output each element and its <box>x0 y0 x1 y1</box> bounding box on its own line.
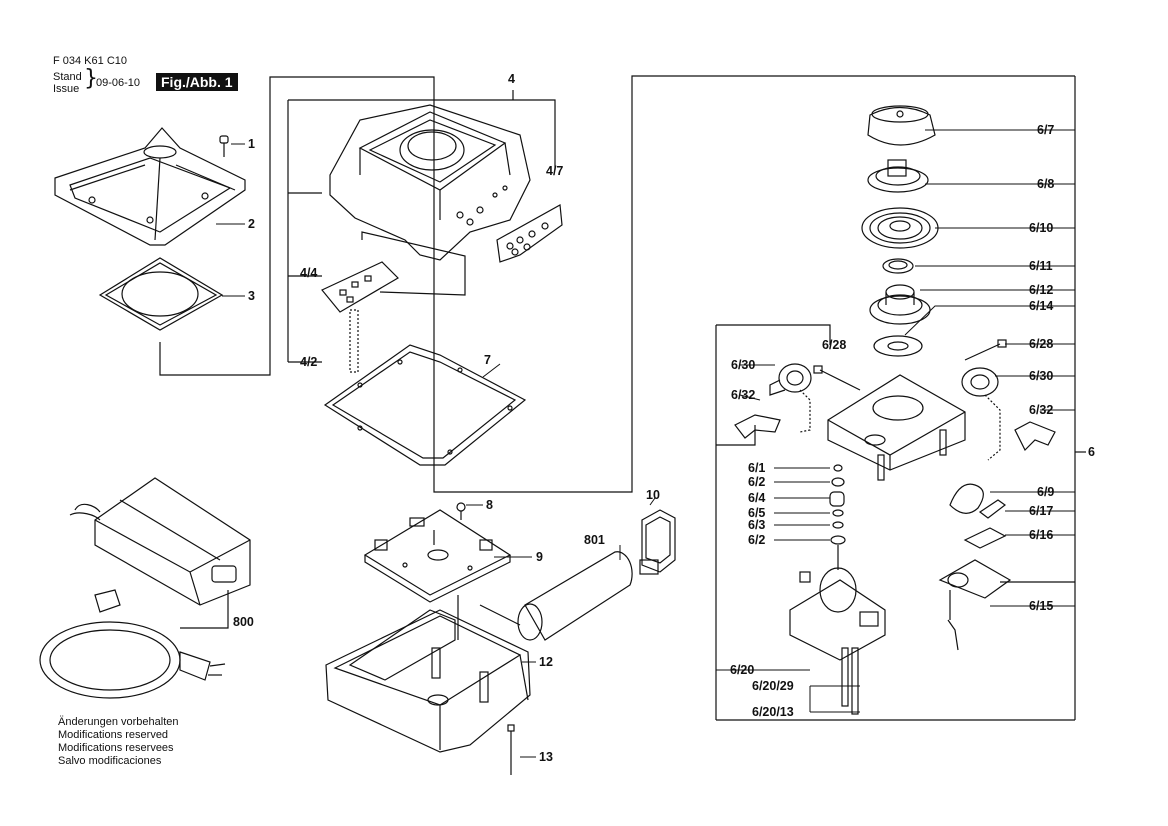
label-part-6-28-left: 6/28 <box>822 338 847 352</box>
label-part-6: 6 <box>1088 445 1095 459</box>
label-part-6-7: 6/7 <box>1037 123 1055 137</box>
label-part-10: 10 <box>646 488 660 502</box>
part-10-battery-cover <box>639 509 676 575</box>
label-part-1: 1 <box>248 137 255 151</box>
notice-de: Änderungen vorbehalten <box>58 716 179 728</box>
part-6-32-clip-left <box>734 414 781 439</box>
part-6-15-motor-bracket <box>938 559 1012 651</box>
part-6-28-screw-right <box>964 339 1007 361</box>
part-6-17-bracket <box>978 499 1007 519</box>
label-part-6-2-bottom: 6/2 <box>748 533 766 547</box>
figure-title: Fig./Abb. 1 <box>156 73 238 91</box>
part-6-16-plate <box>963 527 1007 549</box>
label-part-9: 9 <box>536 550 543 564</box>
leader-lines <box>216 129 1075 758</box>
stand-label: Stand <box>53 71 82 83</box>
part-800-charger <box>39 477 251 699</box>
part-6-8-prism-holder <box>867 159 929 193</box>
part-9-base-plate <box>363 509 512 603</box>
part-6-28-screw-left <box>813 365 861 391</box>
label-part-6-20-29: 6/20/29 <box>752 679 794 693</box>
part-1-screw <box>219 135 229 157</box>
part-6-20-sensor-assembly <box>789 545 886 661</box>
bracket-lines <box>159 75 1086 721</box>
part-12-bottom-housing <box>325 609 531 753</box>
label-part-6-20-13: 6/20/13 <box>752 705 794 719</box>
part-6-12-gear <box>869 284 931 325</box>
label-part-6-5: 6/5 <box>748 506 766 520</box>
notice-fr: Modifications reservees <box>58 742 174 754</box>
notice-es: Salvo modificaciones <box>58 755 162 767</box>
part-8-screw <box>456 502 466 520</box>
doc-number: F 034 K61 C10 <box>53 55 127 67</box>
part-6-bearing-stack <box>829 464 846 545</box>
label-part-12: 12 <box>539 655 553 669</box>
part-13-screw <box>507 724 515 775</box>
label-part-6-10: 6/10 <box>1029 221 1054 235</box>
label-part-6-8: 6/8 <box>1037 177 1055 191</box>
part-6-32-clip-right <box>1014 421 1056 452</box>
label-part-4: 4 <box>508 72 515 86</box>
issue-date: 09-06-10 <box>96 77 141 89</box>
label-part-6-16: 6/16 <box>1029 528 1054 542</box>
label-part-4-2: 4/2 <box>300 355 318 369</box>
part-6-20-13-strip <box>851 647 859 715</box>
notice-en: Modifications reserved <box>58 729 169 741</box>
label-part-801: 801 <box>584 533 605 547</box>
part-6-20-29-strip <box>841 647 849 707</box>
part-7-seal <box>323 344 527 466</box>
label-part-6-32-right: 6/32 <box>1029 403 1054 417</box>
brace-symbol: } <box>84 66 98 91</box>
part-6-14-washer <box>873 335 923 357</box>
part-2-top-frame <box>54 127 246 246</box>
label-part-6-3: 6/3 <box>748 518 766 532</box>
part-6-30-motor-left <box>769 363 812 433</box>
issue-label: Issue <box>53 83 80 95</box>
label-part-13: 13 <box>539 750 553 764</box>
label-part-6-28-right: 6/28 <box>1029 337 1054 351</box>
label-part-6-30-right: 6/30 <box>1029 369 1054 383</box>
part-3-gasket <box>98 257 224 331</box>
label-part-6-14: 6/14 <box>1029 299 1054 313</box>
part-4-7-keypad-label <box>496 204 563 263</box>
label-part-6-15: 6/15 <box>1029 599 1054 613</box>
label-part-6-20: 6/20 <box>730 663 755 677</box>
label-part-6-9: 6/9 <box>1037 485 1055 499</box>
label-part-4-4: 4/4 <box>300 266 318 280</box>
part-6-chassis <box>827 374 966 481</box>
part-4-4-circuit-board <box>321 261 399 373</box>
label-part-6-4: 6/4 <box>748 491 766 505</box>
part-6-10-spring-disc <box>861 207 939 249</box>
label-part-800: 800 <box>233 615 254 629</box>
label-part-6-32-left: 6/32 <box>731 388 756 402</box>
label-part-6-17: 6/17 <box>1029 504 1054 518</box>
part-6-7-cap <box>867 105 936 146</box>
label-part-6-12: 6/12 <box>1029 283 1054 297</box>
label-part-3: 3 <box>248 289 255 303</box>
part-4-housing <box>329 104 531 261</box>
label-part-4-7: 4/7 <box>546 164 564 178</box>
part-801-battery <box>517 551 633 641</box>
label-part-6-2-top: 6/2 <box>748 475 766 489</box>
label-part-8: 8 <box>486 498 493 512</box>
label-part-2: 2 <box>248 217 255 231</box>
label-part-7: 7 <box>484 353 491 367</box>
label-part-6-30-left: 6/30 <box>731 358 756 372</box>
part-6-30-motor-right <box>961 367 1001 461</box>
part-6-11-ring <box>882 258 914 274</box>
label-part-6-11: 6/11 <box>1029 259 1053 273</box>
part-6-9-belt <box>949 483 984 514</box>
label-part-6-1: 6/1 <box>748 461 766 475</box>
